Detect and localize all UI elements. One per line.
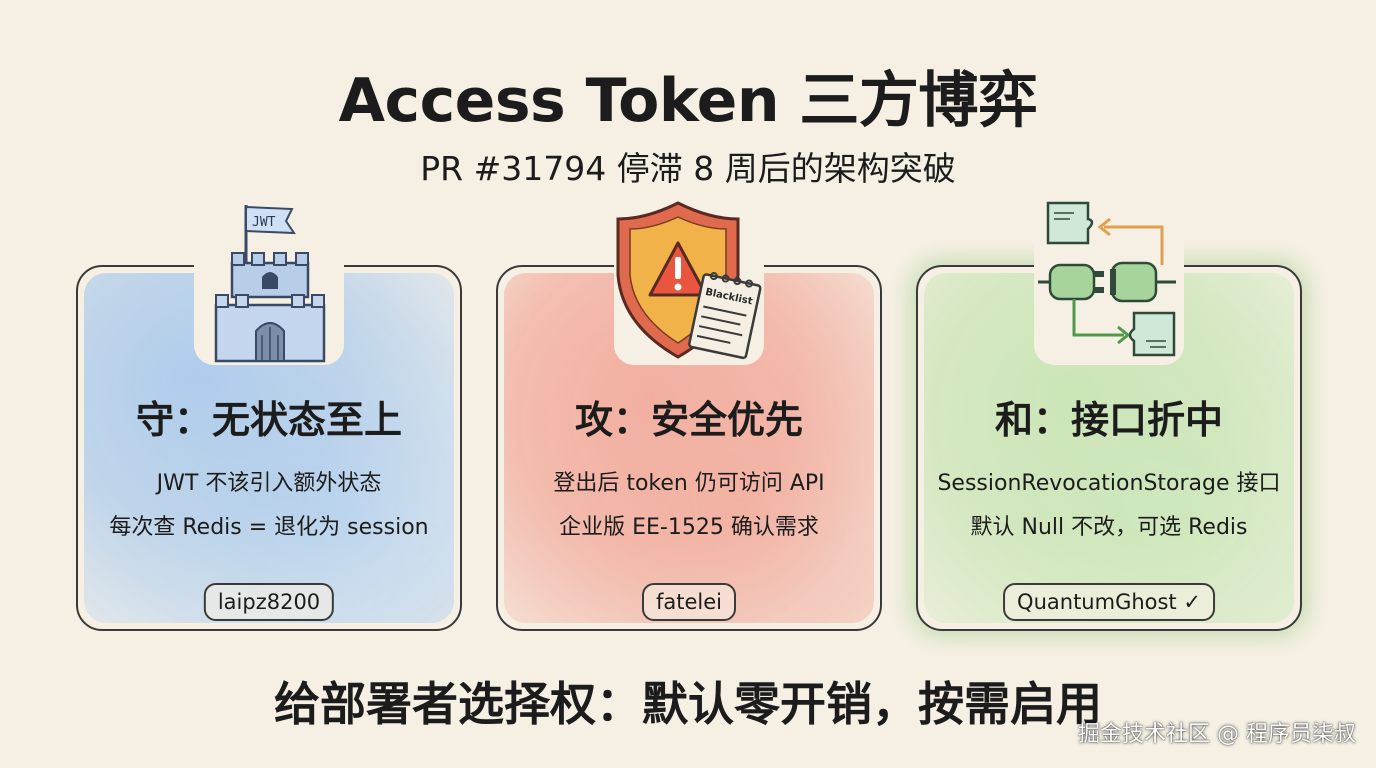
card-defend-line-1: JWT 不该引入额外状态 <box>156 471 382 496</box>
footer-conclusion: 给部署者选择权：默认零开销，按需启用 <box>274 677 1102 731</box>
castle-icon: JWT <box>194 195 344 365</box>
card-compromise: 和：接口折中 SessionRevocationStorage 接口 默认 Nu… <box>916 195 1302 631</box>
card-defend-heading: 守：无状态至上 <box>135 398 402 442</box>
card-compromise-line-1: SessionRevocationStorage 接口 <box>937 471 1281 496</box>
card-attack-heading: 攻：安全优先 <box>574 398 803 442</box>
plug-interface-icon <box>1034 195 1184 365</box>
page-subtitle: PR #31794 停滞 8 周后的架构突破 <box>420 149 956 188</box>
card-attack-line-1: 登出后 token 仍可访问 API <box>553 471 825 496</box>
card-defend: JWT 守：无状态至上 JWT 不该引入额外状态 <box>76 195 462 631</box>
author-tag-laipz8200: laipz8200 <box>203 583 335 621</box>
shield-warning-icon: Blacklist <box>614 195 764 365</box>
card-compromise-heading: 和：接口折中 <box>994 398 1223 442</box>
card-attack: Blacklist 攻：安全优先 登出后 token 仍可访问 API 企业版 … <box>496 195 882 631</box>
author-tag-fatelei: fatelei <box>641 583 737 621</box>
watermark: 掘金技术社区 @ 程序员柒叔 <box>1078 722 1356 747</box>
card-attack-line-2: 企业版 EE-1525 确认需求 <box>559 515 819 540</box>
author-tag-quantumghost: QuantumGhost ✓ <box>1003 583 1215 621</box>
flag-label: JWT <box>252 215 276 230</box>
card-defend-line-2: 每次查 Redis = 退化为 session <box>109 515 429 540</box>
page-title: Access Token 三方博弈 <box>338 66 1038 136</box>
card-compromise-line-2: 默认 Null 不改，可选 Redis <box>970 515 1248 540</box>
